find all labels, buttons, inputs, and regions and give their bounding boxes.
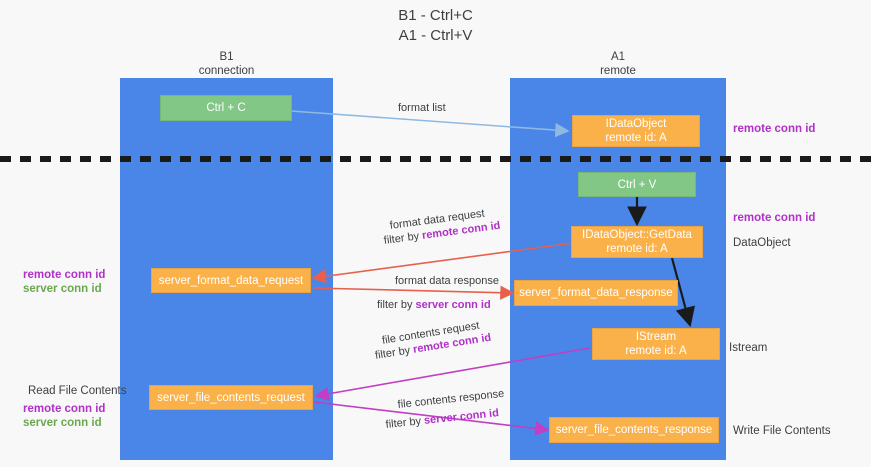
box-getdata-line2: remote id: A [606,243,668,255]
caption-filter-prefix-1: filter by [383,229,423,247]
box-idataobject-line2: remote id: A [605,132,667,144]
box-istream-line2: remote id: A [625,345,687,357]
box-server-file-contents-request[interactable]: server_file_contents_request [149,385,313,410]
box-server-format-data-response[interactable]: server_format_data_response [514,280,678,306]
annotation-left-remote-conn-id: remote conn id [23,269,106,281]
annotation-left-server-conn-id-2: server conn id [23,417,102,429]
annotation-write-file-contents: Write File Contents [733,425,831,437]
caption-filter-prefix-4: filter by [385,414,425,431]
annotation-remote-conn-id-top: remote conn id [733,123,816,135]
box-server-file-contents-request-label: server_file_contents_request [157,391,305,404]
box-server-file-contents-response-label: server_file_contents_response [555,424,713,436]
caption-format-list: format list [398,102,446,114]
box-ctrl-v[interactable]: Ctrl + V [578,172,696,197]
annotation-left-server-conn-id: server conn id [23,283,102,295]
annotation-remote-conn-id-mid: remote conn id [733,212,816,224]
caption-format-data-response-filter: filter by server conn id [377,298,491,313]
annotation-dataobject: DataObject [733,237,791,249]
box-istream-line1: IStream [635,331,677,343]
caption-filter-prefix-3: filter by [374,343,415,362]
column-header-b1: B1 connection [198,51,255,77]
box-server-format-data-response-label: server_format_data_response [519,287,673,299]
column-header-a1: A1 remote [600,51,636,77]
box-istream[interactable]: IStream remote id: A [592,328,720,360]
caption-filter-key-server-conn-id-2: server conn id [423,407,500,427]
box-getdata-line1: IDataObject::GetData [582,229,692,241]
box-server-file-contents-response[interactable]: server_file_contents_response [549,417,719,443]
caption-filter-prefix-2: filter by [377,299,416,311]
annotation-left-remote-conn-id-2: remote conn id [23,403,106,415]
box-server-format-data-request-label: server_format_data_request [158,274,304,287]
box-ctrl-c-label: Ctrl + C [206,102,246,114]
caption-format-data-response: format data response [395,275,499,287]
caption-filter-key-server-conn-id-1: server conn id [415,299,491,311]
box-server-format-data-request[interactable]: server_format_data_request [151,268,311,293]
box-idataobject-line1: IDataObject [605,118,667,130]
box-ctrl-v-label: Ctrl + V [617,178,657,191]
page-title: B1 - Ctrl+C A1 - Ctrl+V [398,7,473,44]
annotation-read-file-contents: Read File Contents [28,385,127,397]
box-idataobject-getdata[interactable]: IDataObject::GetData remote id: A [571,226,703,258]
annotation-istream: Istream [729,342,768,354]
box-idataobject[interactable]: IDataObject remote id: A [572,115,700,147]
box-ctrl-c[interactable]: Ctrl + C [160,95,292,121]
